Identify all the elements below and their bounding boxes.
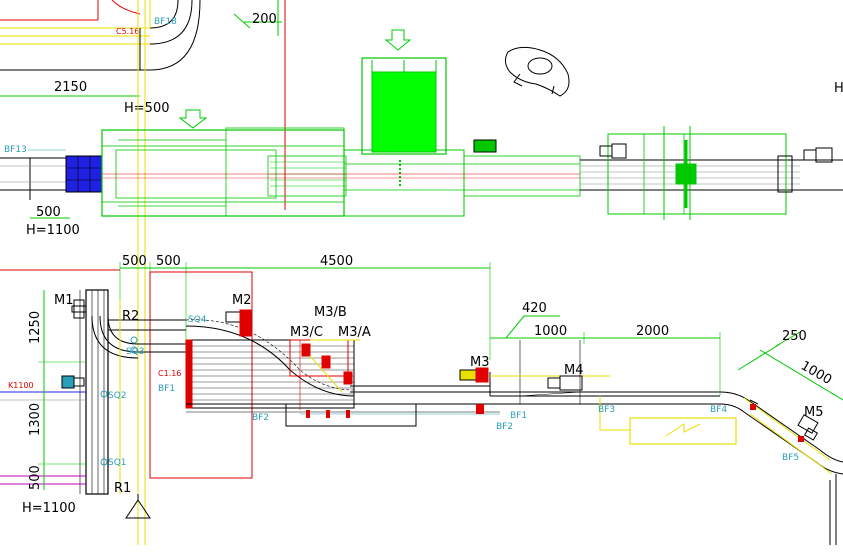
motor-icon [473,139,497,153]
label-r1: R1 [114,481,131,496]
top-right-station [580,126,843,220]
blue-roller-block [65,155,103,193]
tag-k1100: K1100 [8,381,34,390]
control-cabinet [599,396,737,445]
sensor-bf5: BF5 [782,453,799,463]
dim-label-h-edge: H [834,81,843,96]
inclined-conveyor [719,331,843,545]
tag-c116: C1.16 [158,369,181,378]
sensor-sq3: SQ3 [126,347,145,357]
triangle-support-icon [125,494,151,519]
motor-icon [547,375,583,391]
dim-label-2150: 2150 [54,80,87,95]
label-r2: R2 [122,309,139,324]
sensor-bf13: BF13 [4,145,27,155]
palletizer-station [361,57,447,155]
robot-gripper-icon [504,46,570,97]
label-m2: M2 [232,293,252,308]
sensor-sq1: SQ1 [108,458,127,468]
dim-label-420: 420 [522,301,547,316]
top-main-conveyor [0,127,581,217]
dim-label-1000-a: 1000 [534,324,567,339]
sensor-dot [130,336,138,344]
dim-label-500-left: 500 [28,465,43,490]
sensor-dot [100,458,108,466]
label-m3a: M3/A [338,325,371,340]
sensor-sq4: SQ4 [188,315,207,325]
dim-label-4500: 4500 [320,254,353,269]
sensor-bf3: BF3 [598,405,615,415]
main-outfeed-conveyor [186,340,720,427]
down-arrow-icon [178,109,208,129]
dim-label-1300: 1300 [28,403,43,436]
dim-label-250: 250 [782,329,807,344]
dim-label-1250: 1250 [28,311,43,344]
down-arrow-icon [384,29,412,51]
motor-icon [599,143,627,159]
dim-chain-left [38,290,86,490]
dim-label-500-b: 500 [156,254,181,269]
motor-icon [459,367,489,383]
dim-label-h1100-top: H=1100 [26,223,80,238]
top-left-curve-conveyor [0,0,201,71]
label-m3b: M3/B [314,305,347,320]
dim-label-500-a: 500 [122,254,147,269]
motor-icon [225,309,253,337]
dim-label-h1100-bottom: H=1100 [22,501,76,516]
dim-label-2000: 2000 [636,324,669,339]
motor-icon [797,414,819,441]
sensor-bf2: BF2 [252,413,269,423]
sensor-bf2-right: BF2 [496,422,513,432]
motor-icon [803,147,833,163]
label-m5: M5 [804,405,824,420]
dim-chain-right [490,315,721,396]
tag-c516: C5.16 [116,27,139,36]
sensor-sq2: SQ2 [108,391,127,401]
sensor-dot [130,346,138,354]
label-m1: M1 [54,293,74,308]
dim-label-500-top: 500 [36,205,61,220]
vertical-transfer-conveyor [0,289,186,495]
motor-icon [61,375,85,389]
sorter-switch-module [185,319,360,410]
sensor-bf1: BF1 [158,384,175,394]
dim-label-200: 200 [252,12,277,27]
label-m3c: M3/C [290,325,323,340]
label-m3: M3 [470,355,490,370]
sensor-dot [100,390,108,398]
dim-label-h500: H=500 [124,101,169,116]
sensor-bf1-right: BF1 [510,411,527,421]
sensor-bf4: BF4 [710,405,727,415]
motor-icon [71,299,87,319]
sensor-bf18: BF18 [154,17,177,27]
label-m4: M4 [564,363,584,378]
dim-200 [233,13,282,29]
